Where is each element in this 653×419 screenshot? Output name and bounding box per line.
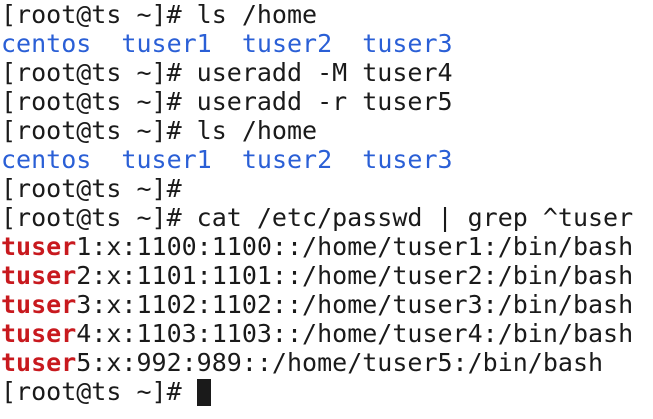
directory-entry: centos bbox=[1, 145, 92, 174]
terminal-line-grep-result: tuser2:x:1101:1101::/home/tuser2:/bin/ba… bbox=[1, 261, 653, 290]
terminal-line-command: [root@ts ~]# useradd -M tuser4 bbox=[1, 58, 653, 87]
grep-result-text: 2:x:1101:1101::/home/tuser2:/bin/bash bbox=[76, 261, 634, 290]
directory-entry: tuser1 bbox=[121, 145, 212, 174]
terminal-line-listing: centos tuser1 tuser2 tuser3 bbox=[1, 145, 653, 174]
grep-match: tuser bbox=[1, 261, 77, 290]
shell-prompt: [root@ts ~]# bbox=[1, 116, 197, 145]
directory-entry: tuser2 bbox=[241, 29, 333, 58]
shell-prompt: [root@ts ~]# bbox=[1, 58, 197, 87]
shell-prompt: [root@ts ~]# bbox=[1, 203, 197, 232]
terminal-line-grep-result: tuser4:x:1103:1103::/home/tuser4:/bin/ba… bbox=[1, 319, 653, 348]
command-text: useradd -M tuser4 bbox=[196, 58, 453, 87]
shell-prompt: [root@ts ~]# bbox=[1, 87, 197, 116]
directory-entry: tuser2 bbox=[241, 145, 333, 174]
terminal-line-grep-result: tuser3:x:1102:1102::/home/tuser3:/bin/ba… bbox=[1, 290, 653, 319]
terminal-line-command: [root@ts ~]# bbox=[1, 377, 653, 406]
grep-result-text: 4:x:1103:1103::/home/tuser4:/bin/bash bbox=[76, 319, 634, 348]
grep-match: tuser bbox=[1, 319, 77, 348]
command-text: cat /etc/passwd | grep ^tuser bbox=[196, 203, 634, 232]
terminal-line-grep-result: tuser5:x:992:989::/home/tuser5:/bin/bash bbox=[1, 348, 653, 377]
terminal-line-command: [root@ts ~]# ls /home bbox=[1, 116, 653, 145]
grep-result-text: 3:x:1102:1102::/home/tuser3:/bin/bash bbox=[76, 290, 634, 319]
shell-prompt: [root@ts ~]# bbox=[1, 0, 197, 29]
directory-entry: tuser1 bbox=[121, 29, 212, 58]
grep-result-text: 5:x:992:989::/home/tuser5:/bin/bash bbox=[76, 348, 604, 377]
grep-match: tuser bbox=[1, 290, 77, 319]
directory-entry: centos bbox=[1, 29, 92, 58]
shell-prompt: [root@ts ~]# bbox=[1, 174, 197, 203]
terminal-line-grep-result: tuser1:x:1100:1100::/home/tuser1:/bin/ba… bbox=[1, 232, 653, 261]
directory-entry: tuser3 bbox=[362, 145, 453, 174]
terminal-line-command: [root@ts ~]# bbox=[1, 174, 653, 203]
terminal-line-listing: centos tuser1 tuser2 tuser3 bbox=[1, 29, 653, 58]
grep-match: tuser bbox=[1, 232, 77, 261]
directory-entry: tuser3 bbox=[362, 29, 453, 58]
grep-match: tuser bbox=[1, 348, 77, 377]
command-text: ls /home bbox=[196, 0, 318, 29]
terminal-line-command: [root@ts ~]# ls /home bbox=[1, 0, 653, 29]
terminal-line-command: [root@ts ~]# useradd -r tuser5 bbox=[1, 87, 653, 116]
text-cursor bbox=[196, 379, 211, 406]
terminal-line-command: [root@ts ~]# cat /etc/passwd | grep ^tus… bbox=[1, 203, 653, 232]
command-text: ls /home bbox=[196, 116, 318, 145]
command-text: useradd -r tuser5 bbox=[196, 87, 453, 116]
grep-result-text: 1:x:1100:1100::/home/tuser1:/bin/bash bbox=[76, 232, 634, 261]
shell-prompt: [root@ts ~]# bbox=[1, 377, 197, 406]
